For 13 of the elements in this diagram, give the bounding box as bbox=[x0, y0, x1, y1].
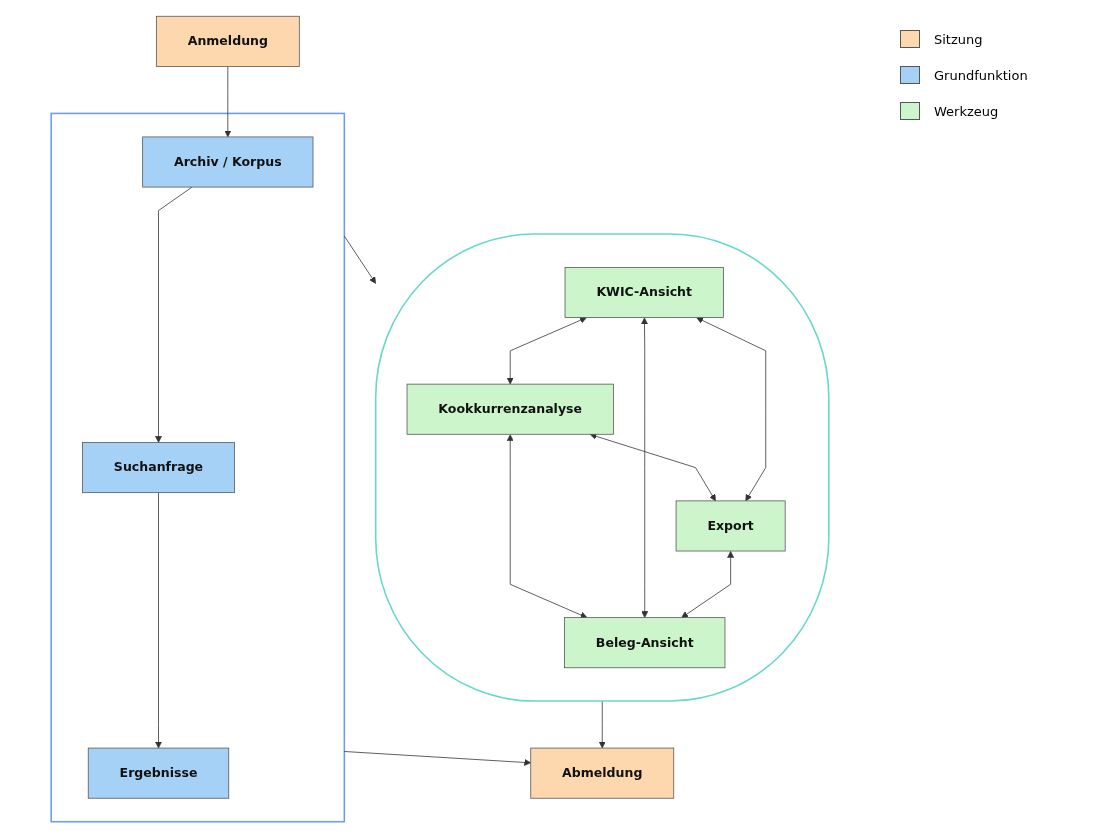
legend-label: Sitzung bbox=[934, 31, 983, 47]
legend-label: Grundfunktion bbox=[934, 67, 1028, 83]
node-box: Anmeldung bbox=[155, 15, 300, 67]
node-box: KWIC-Ansicht bbox=[564, 267, 724, 318]
node-box: Archiv / Korpus bbox=[142, 136, 314, 188]
node-box: Ergebnisse bbox=[87, 747, 230, 799]
node-box: Suchanfrage bbox=[82, 442, 235, 494]
cluster bbox=[50, 112, 346, 823]
node-box: Abmeldung bbox=[530, 747, 675, 799]
node-box: Export bbox=[675, 500, 786, 552]
node-box: Beleg-Ansicht bbox=[564, 617, 726, 669]
node-box: Kookkurrenzanalyse bbox=[406, 383, 614, 435]
legend-label: Werkzeug bbox=[934, 103, 999, 119]
